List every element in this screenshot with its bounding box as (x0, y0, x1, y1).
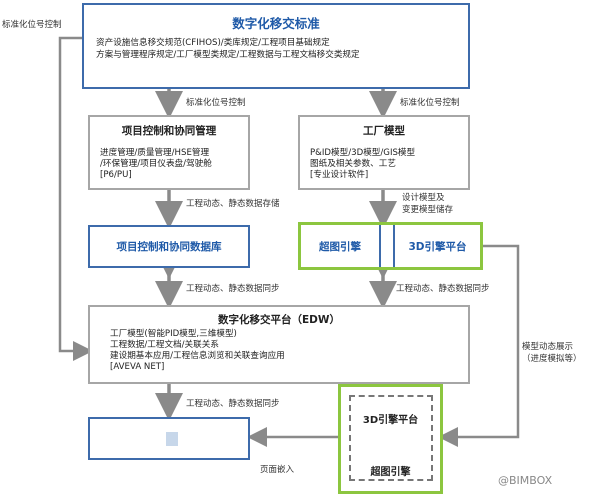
right-side-connector (438, 244, 520, 447)
plant-model-box: 工厂模型 P&ID模型/3D模型/GIS模型 图纸及相关参数、工艺 [专业设计软… (298, 115, 470, 190)
engine-bottom-top: 3D引擎平台 (362, 415, 419, 426)
engine-bottom-bottom: 超图引擎 (370, 467, 411, 478)
engine-top-left: 超图引擎 (319, 241, 361, 253)
db-to-edw-label: 工程动态、静态数据同步 (186, 284, 280, 294)
standard-box: 数字化移交标准 资产设施信息移交规范(CFIHOS)/类库规定/工程项目基础规定… (82, 3, 470, 89)
project-control-line-2: /环保管理/项目仪表盘/驾驶舱 (100, 159, 212, 169)
plant-model-line-2: 图纸及相关参数、工艺 (310, 159, 396, 169)
plant-to-engine-label-2: 变更模型储存 (402, 205, 454, 215)
edw-line-2: 工程数据/工程文档/关联关系 (110, 340, 219, 350)
watermark: @BIMBOX (498, 474, 553, 487)
portal-placeholder (166, 432, 178, 446)
collab-db-box: 项目控制和协同数据库 (88, 225, 250, 268)
collab-db-title: 项目控制和协同数据库 (116, 241, 222, 253)
project-control-line-1: 进度管理/质量管理/HSE管理 (100, 148, 210, 158)
portal-box (88, 417, 250, 460)
edw-line-1: 工厂模型(智能PID模型,三维模型) (110, 329, 237, 339)
left-side-label: 标准化位号控制 (2, 20, 62, 30)
plant-to-engine-label: 设计模型及 (402, 193, 445, 203)
engine-to-edw-label: 工程动态、静态数据同步 (396, 284, 490, 294)
project-control-line-3: [P6/PU] (100, 170, 132, 180)
engine-bottom-box: 3D引擎平台 超图引擎 (338, 384, 443, 494)
embed-label: 页面嵌入 (260, 465, 295, 475)
edw-box: 数字化移交平台（EDW） 工厂模型(智能PID模型,三维模型) 工程数据/工程文… (88, 305, 470, 384)
engine-top-right: 3D引擎平台 (408, 241, 467, 253)
plant-model-title: 工厂模型 (363, 125, 405, 137)
edw-line-3: 建设期基本应用/工程信息浏览和关联查询应用 (110, 351, 285, 361)
edw-title: 数字化移交平台（EDW） (218, 314, 340, 326)
standard-line-2: 方案与管理程序规定/工厂模型类规定/工程数据与工程文档移交类规定 (96, 50, 360, 60)
std-to-plant-label: 标准化位号控制 (400, 98, 460, 108)
pc-to-db-label: 工程动态、静态数据存储 (186, 199, 280, 209)
edw-to-portal-label: 工程动态、静态数据同步 (186, 399, 280, 409)
edw-line-4: [AVEVA NET] (110, 362, 165, 372)
left-side-connector (58, 36, 93, 361)
plant-model-line-3: [专业设计软件] (310, 170, 369, 180)
project-control-box: 项目控制和协同管理 进度管理/质量管理/HSE管理 /环保管理/项目仪表盘/驾驶… (88, 115, 250, 190)
project-control-title: 项目控制和协同管理 (121, 125, 217, 137)
right-side-label-2: （进度模拟等） (522, 354, 582, 364)
standard-title: 数字化移交标准 (232, 16, 320, 31)
right-side-label: 模型动态展示 (522, 342, 574, 352)
standard-line-1: 资产设施信息移交规范(CFIHOS)/类库规定/工程项目基础规定 (96, 38, 330, 48)
std-to-pc-label: 标准化位号控制 (186, 98, 246, 108)
plant-model-line-1: P&ID模型/3D模型/GIS模型 (310, 148, 416, 158)
engine-top-box: 超图引擎 3D引擎平台 (298, 222, 483, 270)
